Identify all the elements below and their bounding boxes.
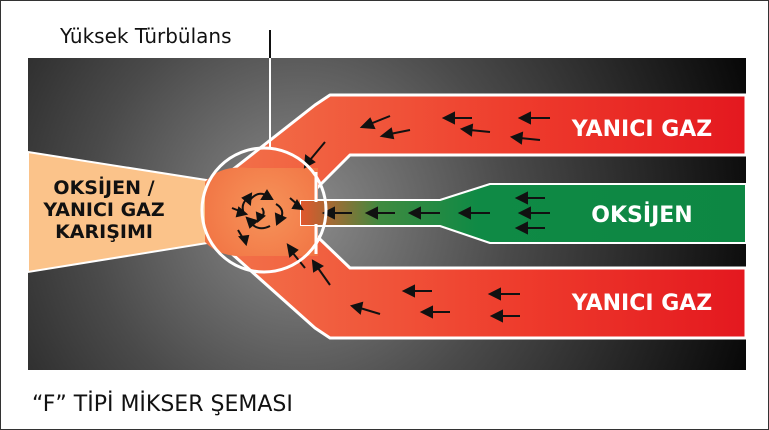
fuel-label-bottom: YANICI GAZ [571, 291, 712, 316]
mixture-label-line3: KARIŞIMI [55, 221, 153, 243]
mixture-label-line2: YANICI GAZ [42, 199, 164, 221]
oxygen-label: OKSİJEN [591, 202, 692, 228]
flow-arrows-oxygen [321, 191, 550, 235]
mixing-chamber-core [208, 173, 316, 251]
mixture-label-line1: OKSİJEN / [53, 175, 154, 199]
fuel-label-top: YANICI GAZ [571, 117, 712, 142]
turbulence-swirl [231, 189, 304, 247]
diagram-caption: “F” TİPİ MİKSER ŞEMASI [32, 392, 293, 417]
turbulence-circle [200, 146, 328, 274]
flow-arrows-top [303, 111, 550, 169]
turbulence-label: Yüksek Türbülans [60, 24, 232, 48]
